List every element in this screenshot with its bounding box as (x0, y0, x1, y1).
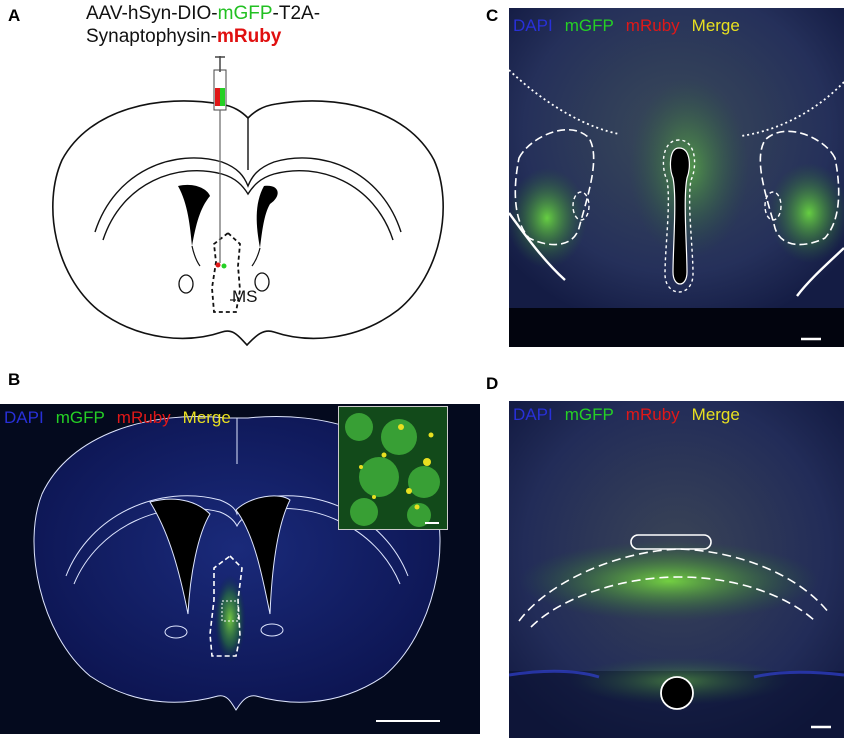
right-boundary-c (796, 247, 844, 297)
brain-schematic (52, 56, 444, 347)
legend-mgfp: mGFP (55, 408, 105, 427)
septum-left (191, 245, 201, 267)
micrograph-d: DAPI mGFP mRuby Merge (509, 401, 844, 738)
injection-red-dot (215, 262, 221, 268)
panel-b-letter: B (8, 370, 21, 389)
right-region-outline-c (759, 130, 840, 246)
left-ventricle (178, 184, 210, 246)
ms-region-label: MS (232, 287, 258, 306)
legend-dapi: DAPI (513, 16, 553, 35)
syringe-red-fill (215, 88, 220, 106)
left-boundary-c (509, 212, 566, 281)
micrograph-b: DAPI mGFP mRuby Merge (0, 404, 480, 734)
band-outer-d (518, 548, 830, 622)
corpus-callosum-inner (102, 170, 394, 241)
dotted-arc-right (740, 81, 844, 137)
cc-inner-b (73, 508, 401, 585)
virus-construct-title: AAV-hSyn-DIO-mGFP-T2A- Synaptophysin-mRu… (86, 2, 320, 48)
legend-b: DAPI mGFP mRuby Merge (4, 408, 231, 428)
brain-edge-right-d (753, 670, 844, 679)
panel-a-letter: A (8, 6, 21, 25)
brain-outline (52, 100, 444, 347)
ms-expression-glow (214, 575, 246, 663)
legend-merge: Merge (691, 405, 740, 424)
syringe-green-fill (220, 88, 225, 106)
ventricle-dashed-c (662, 139, 696, 293)
left-small-oval-c (572, 191, 590, 221)
left-region-outline-c (514, 128, 595, 246)
legend-dapi: DAPI (513, 405, 553, 424)
right-small-oval-c (764, 191, 782, 221)
legend-mruby: mRuby (116, 408, 171, 427)
ventricle-c (669, 147, 690, 285)
legend-c: DAPI mGFP mRuby Merge (513, 16, 740, 36)
legend-merge: Merge (182, 408, 231, 427)
micrograph-c: DAPI mGFP mRuby Merge (509, 8, 844, 347)
inset-zoom (338, 406, 448, 530)
left-expression-c (509, 168, 587, 268)
left-ventricle-b (149, 498, 211, 615)
inset-source-box (221, 600, 239, 622)
right-anterior-commissure (254, 272, 270, 292)
legend-mruby: mRuby (625, 16, 680, 35)
ms-outline-b (209, 554, 243, 657)
corpus-callosum-outer (94, 157, 402, 233)
legend-merge: Merge (691, 16, 740, 35)
virus-construct-line1: AAV-hSyn-DIO-mGFP-T2A- (86, 3, 321, 24)
left-anterior-commissure (178, 274, 194, 294)
injection-green-dot (221, 263, 227, 269)
panel-c-letter: C (486, 6, 499, 25)
right-ventricle-b (235, 495, 291, 615)
synaptic-puncta (398, 424, 404, 430)
commissure-capsule-d (630, 534, 712, 550)
legend-mruby: mRuby (625, 405, 680, 424)
right-ac-b (260, 623, 284, 637)
aqueduct-d (660, 676, 694, 710)
legend-d: DAPI mGFP mRuby Merge (513, 405, 740, 425)
brain-edge-d (509, 669, 600, 679)
band-inner-d (530, 576, 816, 628)
left-ac-b (164, 625, 188, 639)
legend-dapi: DAPI (4, 408, 44, 427)
panel-d-letter: D (486, 374, 499, 393)
legend-mgfp: mGFP (564, 405, 614, 424)
legend-mgfp: mGFP (564, 16, 614, 35)
band-expression-d (519, 541, 819, 621)
virus-construct-line2: Synaptophysin-mRuby (86, 26, 282, 47)
septum-right (251, 247, 261, 267)
right-ventricle (256, 185, 278, 248)
